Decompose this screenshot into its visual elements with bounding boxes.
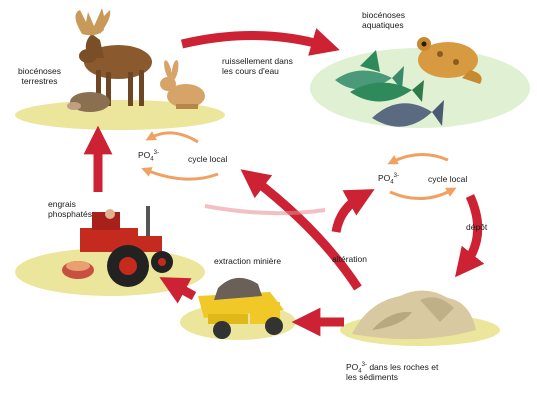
label-weathering: altération <box>332 254 367 264</box>
label-mining: extraction minière <box>214 256 282 266</box>
label-terrestrial: biocénoses terrestres <box>18 66 61 86</box>
label-terrestrial-line2: terrestres <box>21 76 58 86</box>
mining-to-tractor-arrow <box>159 277 197 304</box>
erosion-fade-arrow <box>204 204 326 216</box>
label-rocks-line1: PO43- dans les roches et <box>346 362 439 375</box>
weathering-arrow-left <box>240 169 362 291</box>
label-deposit: dépôt <box>466 222 488 232</box>
label-aquatic-line1: biocénoses <box>362 10 406 20</box>
rocks-illustration <box>352 290 476 340</box>
deposit-arrow <box>455 194 485 278</box>
hedgehog-illustration <box>67 92 110 112</box>
tractor-illustration <box>62 206 173 287</box>
ground-terrestrial <box>15 100 225 130</box>
label-fertilizer: engrais phosphatés <box>48 199 92 219</box>
local-cycle-aquatic-bottom <box>389 187 457 201</box>
label-fertilizer-line1: engrais <box>48 199 76 209</box>
label-aquatic: biocénoses aquatiques <box>362 10 405 30</box>
label-local-cycle-aquatic: cycle local <box>428 174 468 184</box>
hare-illustration <box>160 60 205 109</box>
label-aquatic-line2: aquatiques <box>362 20 404 30</box>
frog-illustration <box>417 37 482 84</box>
mining-truck-illustration <box>198 277 284 339</box>
label-rocks-line2: les sédiments <box>346 372 398 382</box>
label-runoff-line2: les cours d'eau <box>222 66 279 76</box>
local-cycle-terrestrial-bottom <box>141 167 219 181</box>
label-po4-aquatic: PO43- <box>378 173 399 186</box>
local-cycle-aquatic-top <box>387 153 449 165</box>
local-cycle-terrestrial-top <box>145 131 199 144</box>
label-rocks: PO43- dans les roches et les sédiments <box>346 362 438 382</box>
label-fertilizer-line2: phosphatés <box>48 209 92 219</box>
label-po4-terrestrial: PO43- <box>138 150 159 163</box>
fish-illustration <box>335 50 444 127</box>
moose-illustration <box>75 8 152 106</box>
label-local-cycle-terrestrial: cycle local <box>188 154 228 164</box>
weathering-arrow-right <box>331 189 375 233</box>
runoff-arrow <box>180 28 340 56</box>
label-runoff: ruissellement dans les cours d'eau <box>222 56 293 76</box>
label-terrestrial-line1: biocénoses <box>18 66 62 76</box>
label-runoff-line1: ruissellement dans <box>222 56 293 66</box>
